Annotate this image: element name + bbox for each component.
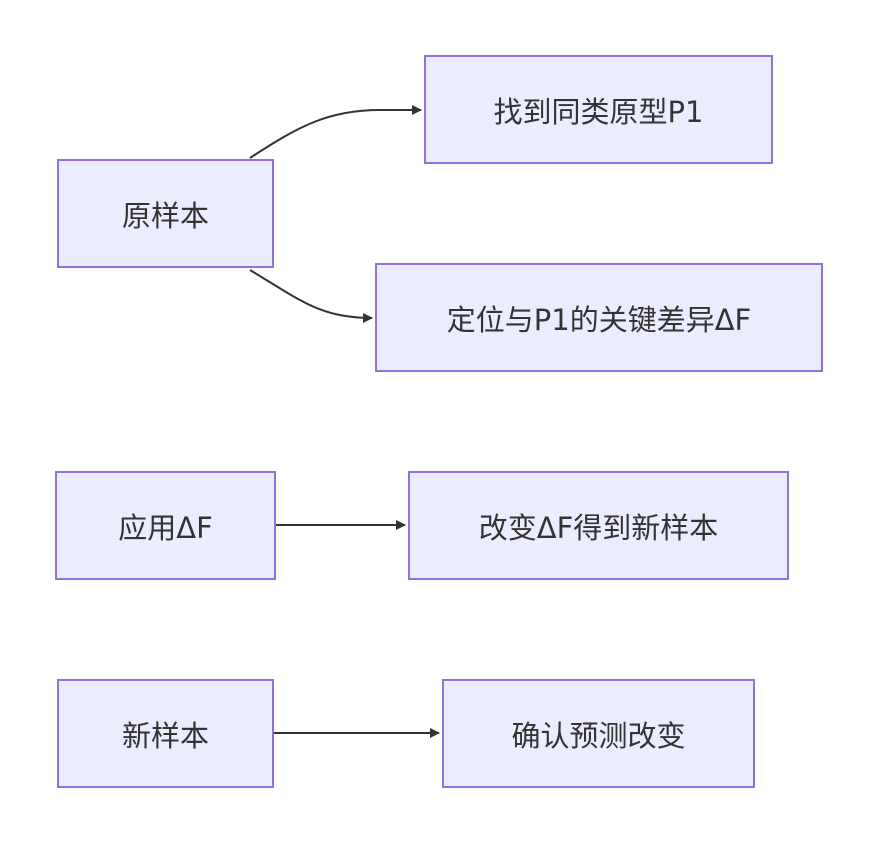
node-find-prototype: 找到同类原型P1 [424, 55, 773, 164]
node-apply-delta: 应用ΔF [55, 471, 276, 580]
node-new-sample: 新样本 [57, 679, 274, 788]
edge-orig-to-prototype [249, 105, 422, 159]
edge-orig-to-difference [249, 269, 373, 323]
node-label: 改变ΔF得到新样本 [478, 510, 719, 545]
node-label: 原样本 [121, 198, 209, 233]
node-label: 应用ΔF [118, 510, 213, 545]
node-original-sample: 原样本 [57, 159, 274, 268]
node-change-to-new-sample: 改变ΔF得到新样本 [408, 471, 789, 580]
node-label: 确认预测改变 [511, 718, 686, 753]
node-locate-difference: 定位与P1的关键差异ΔF [375, 263, 823, 372]
node-label: 找到同类原型P1 [493, 94, 704, 129]
node-confirm-prediction: 确认预测改变 [442, 679, 755, 788]
node-label: 新样本 [121, 718, 209, 753]
node-label: 定位与P1的关键差异ΔF [446, 302, 752, 337]
